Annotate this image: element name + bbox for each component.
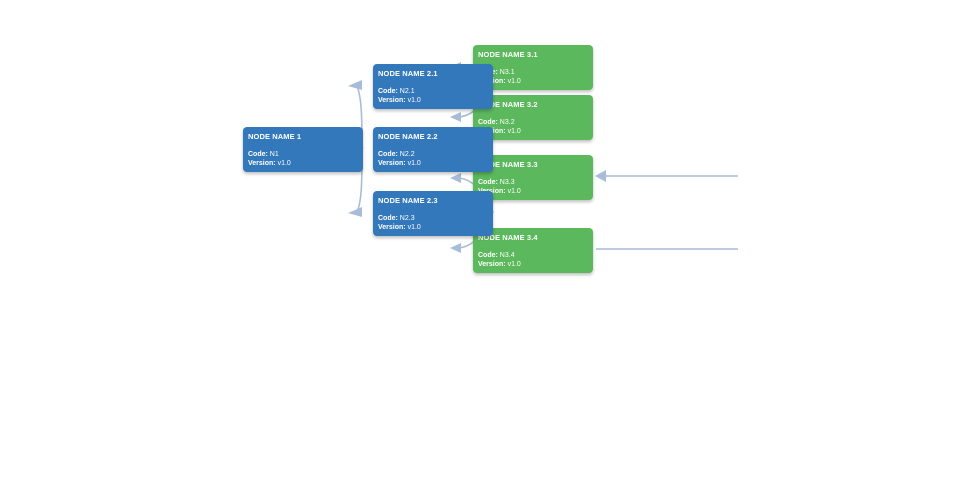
arrowhead-left-icon (450, 112, 461, 122)
node-3-4[interactable]: NODE NAME 3.4 Code: N3.4 Version: v1.0 (473, 228, 593, 273)
node-code: N2.2 (399, 151, 415, 158)
node-code: N3.1 (499, 69, 515, 76)
node-1[interactable]: NODE NAME 1 Code: N1 Version: v1.0 (243, 127, 363, 172)
node-title: NODE NAME 1 (248, 132, 302, 141)
node-version: v1.0 (407, 97, 421, 104)
code-label: Code: (378, 88, 398, 95)
version-label: Version: (378, 97, 406, 104)
arrowhead-left-icon (595, 170, 606, 182)
node-version: v1.0 (507, 128, 521, 135)
node-title: NODE NAME 2.1 (378, 69, 438, 78)
node-version: v1.0 (407, 160, 421, 167)
arrowhead-left-icon (450, 243, 461, 253)
node-title: NODE NAME 3.3 (478, 160, 538, 169)
code-label: Code: (478, 252, 498, 259)
node-version: v1.0 (507, 261, 521, 268)
node-version: v1.0 (277, 160, 291, 167)
node-3-2[interactable]: NODE NAME 3.2 Code: N3.2 Version: v1.0 (473, 95, 593, 140)
node-2-1[interactable]: NODE NAME 2.1 Code: N2.1 Version: v1.0 (373, 64, 493, 109)
node-2-3[interactable]: NODE NAME 2.3 Code: N2.3 Version: v1.0 (373, 191, 493, 236)
node-code: N1 (269, 151, 279, 158)
arrowhead-left-icon (450, 173, 461, 183)
version-label: Version: (248, 160, 276, 167)
version-label: Version: (378, 224, 406, 231)
node-code: N3.2 (499, 119, 515, 126)
node-code: N2.1 (399, 88, 415, 95)
node-version: v1.0 (507, 188, 521, 195)
node-version: v1.0 (507, 78, 521, 85)
code-label: Code: (378, 215, 398, 222)
code-label: Code: (378, 151, 398, 158)
version-label: Version: (478, 261, 506, 268)
node-title: NODE NAME 2.2 (378, 132, 438, 141)
node-title: NODE NAME 2.3 (378, 196, 438, 205)
arrowhead-up-icon (348, 80, 362, 90)
node-title: NODE NAME 3.1 (478, 50, 538, 59)
code-label: Code: (478, 119, 498, 126)
node-code: N3.4 (499, 252, 515, 259)
node-version: v1.0 (407, 224, 421, 231)
node-code: N2.3 (399, 215, 415, 222)
node-title: NODE NAME 3.2 (478, 100, 538, 109)
node-title: NODE NAME 3.4 (478, 233, 538, 242)
node-2-2[interactable]: NODE NAME 2.2 Code: N2.2 Version: v1.0 (373, 127, 493, 172)
arrowhead-down-icon (348, 207, 362, 217)
code-label: Code: (248, 151, 268, 158)
node-code: N3.3 (499, 179, 515, 186)
version-label: Version: (378, 160, 406, 167)
code-label: Code: (478, 179, 498, 186)
